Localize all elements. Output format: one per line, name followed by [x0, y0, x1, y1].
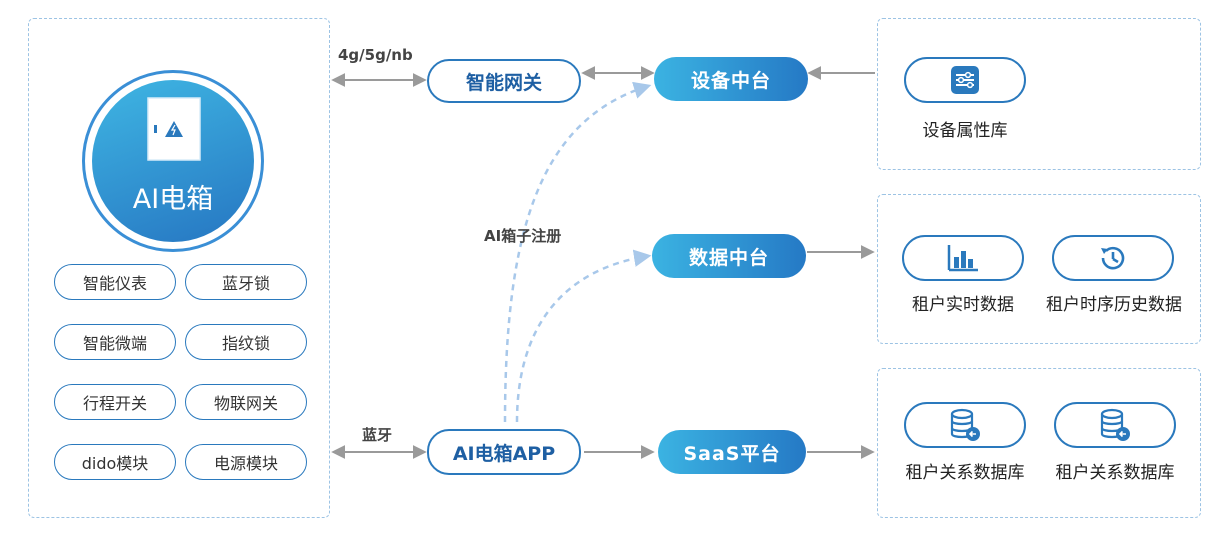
bar-chart-icon	[947, 245, 978, 272]
history-pill[interactable]	[1052, 235, 1174, 281]
module-dido[interactable]: dido模块	[54, 444, 176, 480]
label-bluetooth: 蓝牙	[362, 426, 393, 444]
module-bluetooth-lock[interactable]: 蓝牙锁	[185, 264, 307, 300]
ai-box-circle[interactable]: AI电箱	[82, 70, 264, 252]
data-panel	[877, 194, 1201, 344]
module-power[interactable]: 电源模块	[185, 444, 307, 480]
database-icon	[1100, 408, 1130, 441]
ai-box-title: AI电箱	[132, 184, 214, 215]
realtime-label: 租户实时数据	[912, 295, 1014, 315]
device-attr-pill[interactable]	[904, 57, 1026, 103]
realtime-pill[interactable]	[902, 235, 1024, 281]
history-clock-icon	[1101, 246, 1125, 270]
ai-box-app-node[interactable]: AI电箱APP	[427, 429, 581, 475]
label-4g-5g-nb: 4g/5g/nb	[338, 46, 413, 64]
database-icon	[950, 408, 980, 441]
module-iot-gateway[interactable]: 物联网关	[185, 384, 307, 420]
module-smart-meter[interactable]: 智能仪表	[54, 264, 176, 300]
module-smart-terminal[interactable]: 智能微端	[54, 324, 176, 360]
relation-db-pill-1[interactable]	[904, 402, 1026, 448]
data-center-node[interactable]: 数据中台	[652, 234, 806, 278]
module-limit-switch[interactable]: 行程开关	[54, 384, 176, 420]
relation-db-pill-2[interactable]	[1054, 402, 1176, 448]
saas-platform-node[interactable]: SaaS平台	[658, 430, 806, 474]
relation-db-label-2: 租户关系数据库	[1055, 463, 1175, 483]
device-attr-panel	[877, 18, 1201, 170]
saas-db-panel	[877, 368, 1201, 518]
smart-gateway-node[interactable]: 智能网关	[427, 59, 581, 103]
relation-db-label-1: 租户关系数据库	[905, 463, 1025, 483]
curve-app-data	[515, 249, 652, 423]
label-box-register: AI箱子注册	[484, 227, 562, 245]
settings-sliders-icon	[951, 66, 979, 94]
electric-cabinet-icon	[147, 97, 201, 161]
curve-app-device	[503, 81, 652, 423]
device-center-node[interactable]: 设备中台	[654, 57, 808, 101]
device-attr-label: 设备属性库	[922, 121, 1008, 141]
ai-box-panel	[28, 18, 330, 518]
history-label: 租户时序历史数据	[1046, 295, 1182, 315]
module-fingerprint-lock[interactable]: 指纹锁	[185, 324, 307, 360]
